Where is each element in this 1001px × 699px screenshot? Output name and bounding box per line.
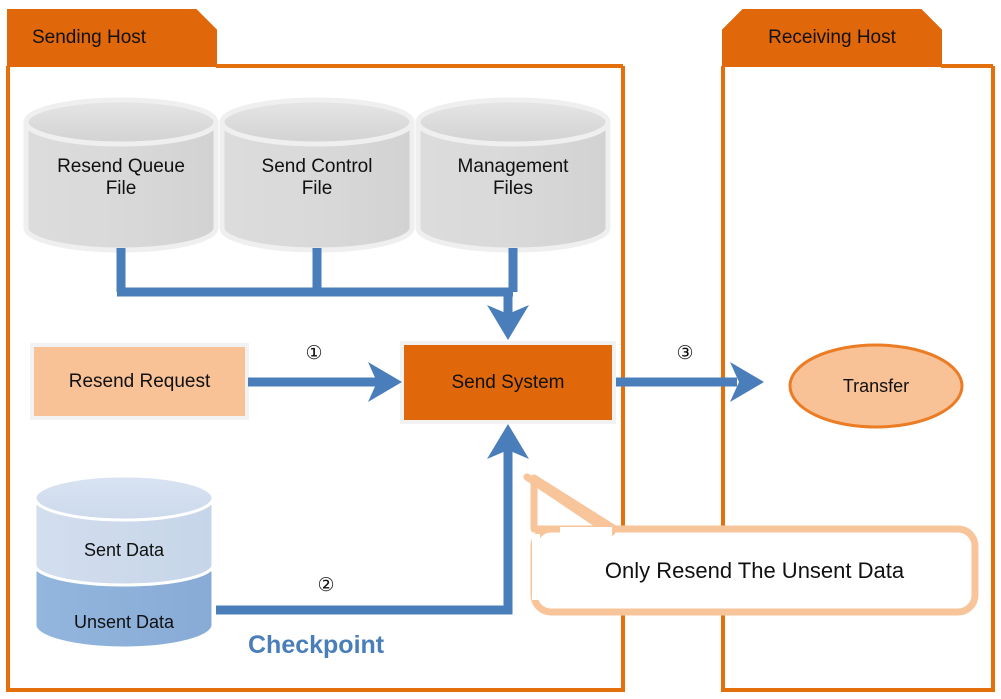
cylinder-resend-queue-file: [23, 97, 219, 253]
send-system-box: [400, 341, 616, 424]
callout-text: Only Resend The Unsent Data: [604, 557, 905, 583]
callout-bubble: [523, 473, 979, 616]
checkpoint-label: Checkpoint: [248, 630, 385, 659]
cylinder-send-control-file: [219, 97, 415, 253]
transfer-ellipse: [788, 343, 964, 429]
step-number-two: ②: [317, 575, 335, 597]
arrow-step-one: [248, 362, 402, 402]
cylinder-label-line1: Resend Queue: [57, 156, 185, 178]
step-number-three: ③: [676, 343, 694, 365]
cylinder-label-line1: Send Control: [261, 156, 373, 178]
sending-host-title: Sending Host: [32, 27, 147, 49]
resend-request-label: Resend Request: [68, 370, 211, 392]
resend-request-box: [30, 343, 249, 420]
step-number-one: ①: [305, 343, 323, 365]
receiving-host-title: Receiving Host: [768, 27, 896, 49]
cylinder-label-line1: Management: [457, 156, 569, 178]
cylinder-label-line2: Files: [492, 178, 534, 199]
sent-data-label: Sent Data: [83, 539, 165, 560]
cylinder-label-send-control-file: Send Control File: [222, 150, 412, 206]
arrow-step-three: [616, 362, 764, 402]
cylinder-data-store: [33, 474, 215, 650]
cylinder-label-management-files: Management Files: [418, 150, 608, 206]
unsent-data-label: Unsent Data: [73, 611, 175, 632]
arrow-step-two: [216, 424, 529, 615]
send-system-label: Send System: [451, 371, 565, 393]
cylinder-label-line2: File: [105, 178, 137, 199]
transfer-label: Transfer: [842, 375, 910, 396]
cylinder-label-line2: File: [301, 178, 333, 199]
cylinder-label-resend-queue-file: Resend Queue File: [26, 150, 216, 206]
bus-arrowhead-down: [487, 305, 529, 340]
cylinder-bus-connector: [116, 248, 518, 318]
